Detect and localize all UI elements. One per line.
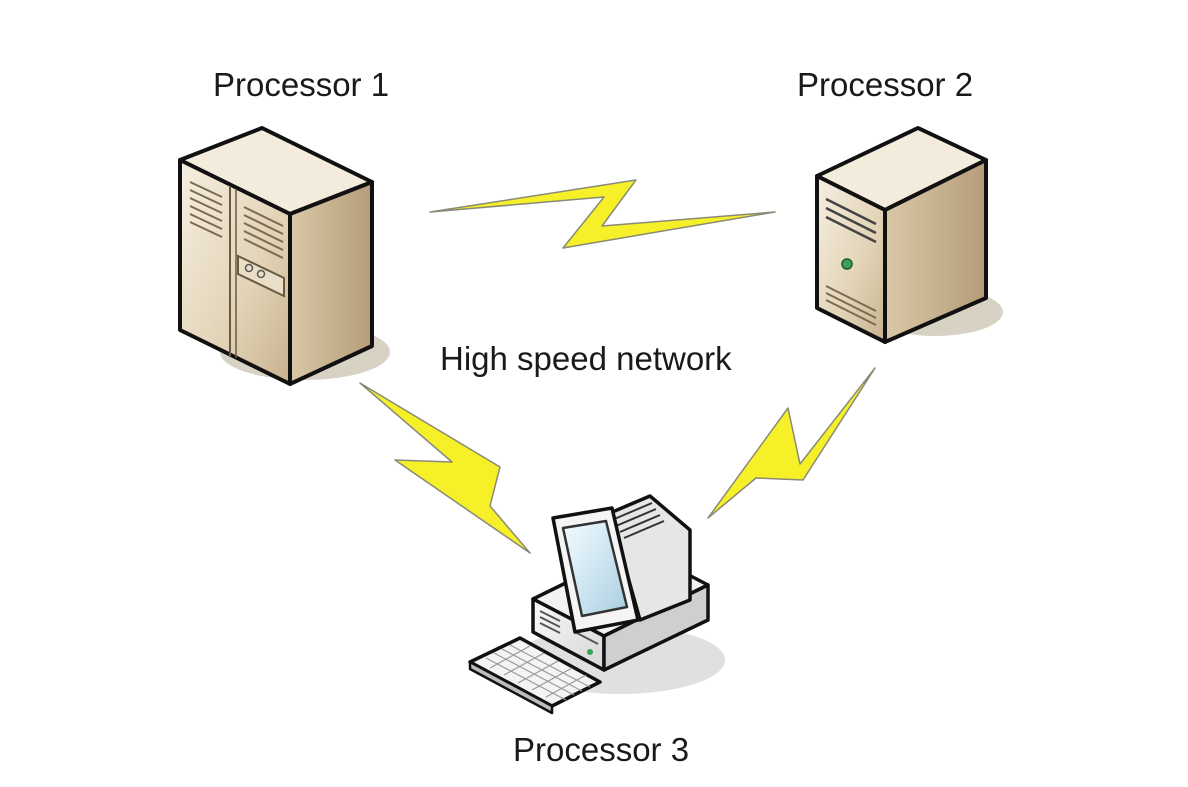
network-label: High speed network bbox=[440, 340, 732, 377]
tower-server-icon bbox=[178, 126, 390, 386]
processor-1-label: Processor 1 bbox=[213, 66, 390, 103]
processor-3-label: Processor 3 bbox=[513, 731, 690, 768]
lightning-bolt-icon bbox=[359, 382, 531, 554]
lightning-bolt-icon bbox=[707, 367, 876, 519]
processor-2-label: Processor 2 bbox=[797, 66, 974, 103]
lightning-bolt-icon bbox=[429, 179, 776, 249]
server-icon bbox=[815, 126, 1003, 344]
network-links bbox=[359, 179, 876, 554]
desktop-computer-icon bbox=[468, 494, 725, 715]
